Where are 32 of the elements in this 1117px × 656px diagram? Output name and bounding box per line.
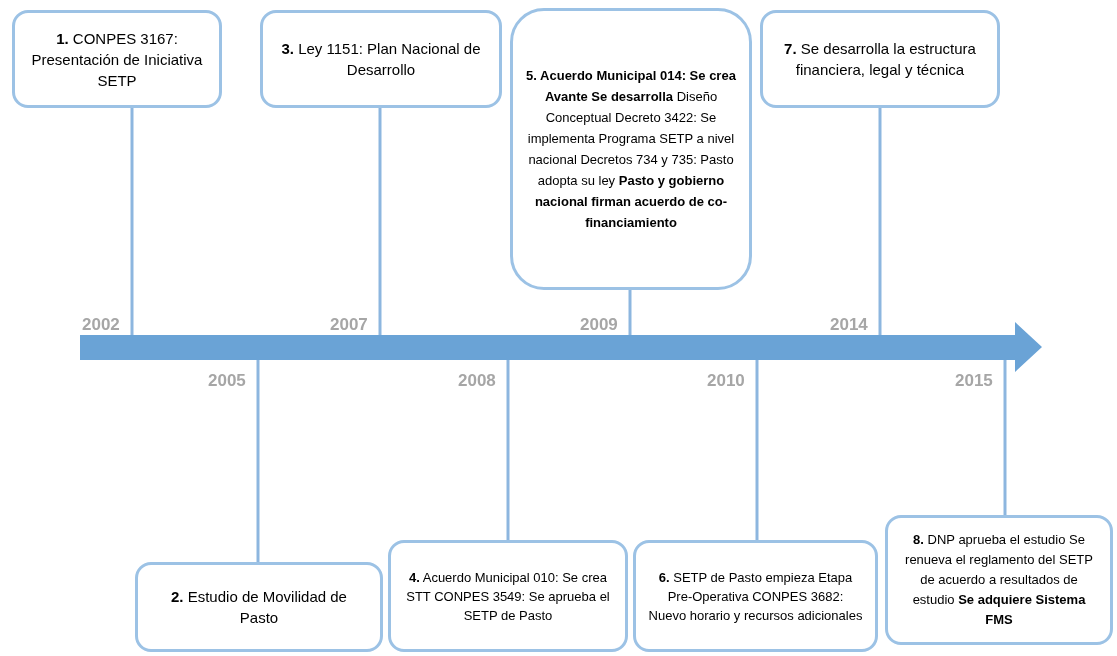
- event-text: 1. CONPES 3167: Presentación de Iniciativa SETP: [30, 28, 204, 91]
- connector-line: [755, 360, 759, 540]
- connector-line: [628, 290, 632, 335]
- year-label: 2014: [830, 316, 868, 333]
- year-label: 2010: [707, 372, 745, 389]
- connector-line: [506, 360, 510, 540]
- connector-line: [130, 108, 134, 335]
- year-label: 2005: [208, 372, 246, 389]
- event-text: 8. DNP aprueba el estudio Se renueva el reglamento del SETP de acuerdo a resultados de estudio Se adquiere Sistema FMS: [904, 531, 1094, 629]
- year-label: 2015: [955, 372, 993, 389]
- connector-line: [1003, 360, 1007, 515]
- event-text: 6. SETP de Pasto empieza Etapa Pre-Operativa CONPES 3682: Nuevo horario y recursos adicionales: [648, 568, 863, 625]
- connector-line: [378, 108, 382, 335]
- event-box: [388, 540, 628, 652]
- event-box: [633, 540, 878, 652]
- event-box: [12, 10, 222, 108]
- event-text: 4. Acuerdo Municipal 010: Se crea STT CONPES 3549: Se aprueba el SETP de Pasto: [405, 568, 611, 625]
- year-label: 2002: [82, 316, 120, 333]
- event-box: [260, 10, 502, 108]
- event-text: 3. Ley 1151: Plan Nacional de Desarrollo: [280, 39, 482, 80]
- year-label: 2007: [330, 316, 368, 333]
- event-text: 5. Acuerdo Municipal 014: Se crea Avante Se desarrolla Diseño Conceptual Decreto 3422: Se implementa Programa SETP a nivel nacional Decretos 734 y 735: Pasto adopta su ley Pasto y gobierno nacional firman acuerdo de co-financiamiento: [525, 67, 737, 232]
- event-box: [135, 562, 383, 652]
- connector-line: [878, 108, 882, 335]
- event-box: [510, 8, 752, 290]
- year-label: 2008: [458, 372, 496, 389]
- event-box: [760, 10, 1000, 108]
- event-box: [885, 515, 1113, 645]
- event-text: 2. Estudio de Movilidad de Pasto: [170, 587, 348, 628]
- connector-line: [256, 360, 260, 562]
- year-label: 2009: [580, 316, 618, 333]
- event-text: 7. Se desarrolla la estructura financiera, legal y técnica: [783, 39, 977, 80]
